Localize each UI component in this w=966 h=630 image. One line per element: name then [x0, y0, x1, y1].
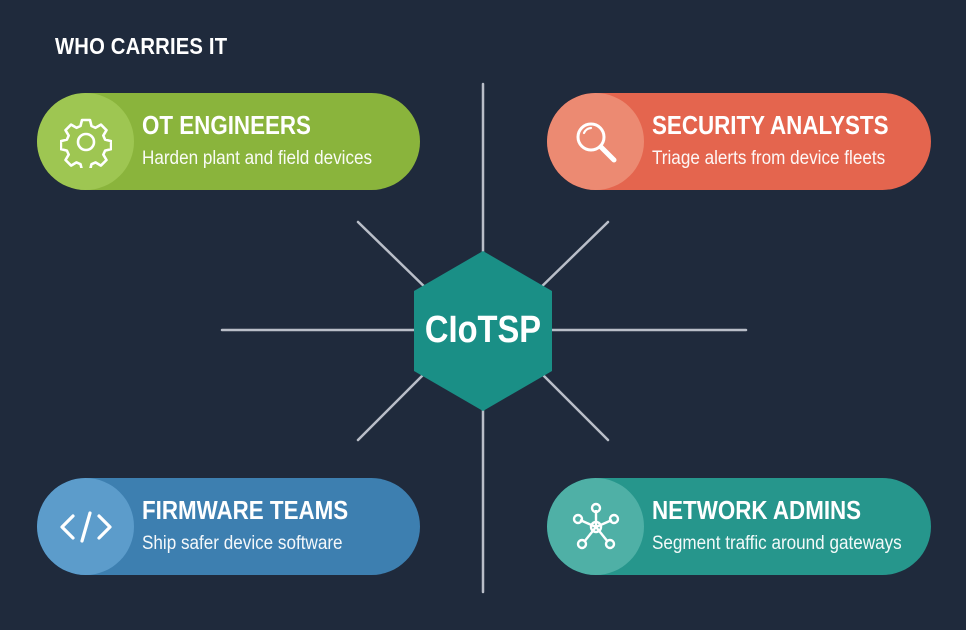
card-icon-circle	[547, 93, 644, 190]
role-card-ot-engineers: OT ENGINEERS Harden plant and field devi…	[37, 93, 420, 190]
hub-hexagon	[414, 251, 552, 411]
code-icon	[58, 507, 114, 547]
card-icon-circle	[547, 478, 644, 575]
hub-label: CIoTSP	[424, 308, 542, 351]
card-description: Ship safer device software	[142, 533, 343, 554]
role-card-security-analysts: SECURITY ANALYSTS Triage alerts from dev…	[547, 93, 931, 190]
section-heading: WHO CARRIES IT	[55, 33, 228, 59]
card-description: Triage alerts from device fleets	[652, 148, 886, 169]
connector-line-lower-right	[532, 364, 610, 442]
role-card-network-admins: NETWORK ADMINS Segment traffic around ga…	[547, 478, 931, 575]
card-description: Segment traffic around gateways	[652, 533, 902, 554]
connector-line-upper-left	[356, 220, 434, 296]
card-description: Harden plant and field devices	[142, 148, 373, 169]
card-title: NETWORK ADMINS	[652, 495, 862, 525]
card-icon-circle	[37, 478, 134, 575]
role-card-firmware-teams: FIRMWARE TEAMS Ship safer device softwar…	[37, 478, 420, 575]
card-title: FIRMWARE TEAMS	[142, 495, 349, 525]
connector-line-lower-left	[356, 364, 434, 442]
card-title: OT ENGINEERS	[142, 110, 311, 140]
network-icon	[570, 501, 622, 553]
card-icon-circle	[37, 93, 134, 190]
connector-line-upper-right	[532, 220, 610, 296]
magnifier-icon	[570, 116, 622, 168]
gear-icon	[59, 116, 112, 168]
card-title: SECURITY ANALYSTS	[652, 110, 889, 140]
